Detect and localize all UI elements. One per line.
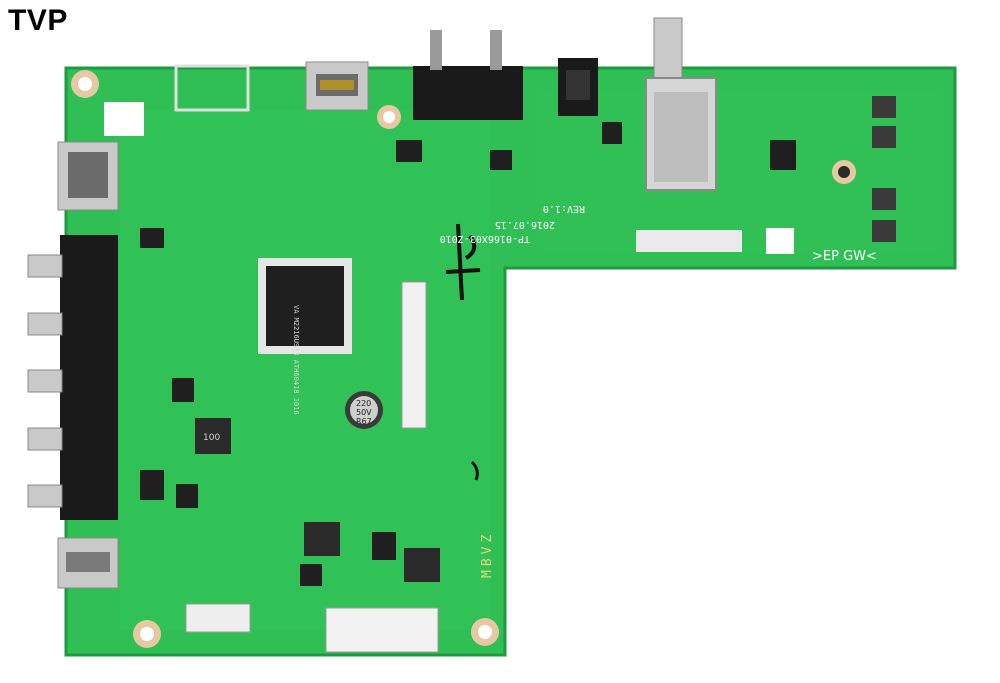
- inductor-bottom-1: [304, 522, 340, 556]
- inductor-right-3: [872, 188, 896, 210]
- silk-part-number: TP-0166X03-Z010: [440, 233, 530, 244]
- hdmi-top-connector: [305, 61, 369, 111]
- mounting-holes: [71, 70, 856, 648]
- brand-label: TVP: [8, 4, 68, 37]
- inductor-left: [195, 418, 231, 454]
- chip-marking: VA M2216USB3 ATH60418 1016: [292, 305, 300, 415]
- pcb-outline: [64, 66, 957, 657]
- capacitor-marking-2: 50V: [356, 408, 372, 417]
- inductor-right-4: [872, 220, 896, 242]
- silk-revision: REV:1.0: [543, 203, 585, 214]
- silk-logo: >EP GW<: [812, 249, 877, 264]
- serial-label: [636, 230, 742, 252]
- handwritten-mark: [445, 223, 481, 301]
- silk-side-code: MBVZ: [480, 531, 495, 578]
- fpc-connector: [401, 281, 427, 429]
- rca-jack-block: [27, 235, 118, 520]
- inductor-right-1: [872, 96, 896, 118]
- bottom-wire-connector: [325, 607, 439, 653]
- capacitor-marking-3: R67: [356, 417, 372, 426]
- main-chip: [258, 258, 352, 354]
- hdmi-left-connector: [57, 141, 119, 211]
- usb-connector: [57, 537, 119, 589]
- tuner-module: [645, 17, 717, 191]
- capacitor-marking-1: 220: [356, 399, 371, 408]
- inductor-bottom-2: [404, 548, 440, 582]
- bottom-small-connector: [185, 603, 251, 633]
- power-connector: [413, 30, 523, 120]
- inductor-right-2: [872, 126, 896, 148]
- silk-date: 2016.07.15: [495, 219, 555, 230]
- qr-code: [766, 228, 794, 254]
- lvds-socket-frame: [174, 64, 250, 112]
- inductor-marking: 100: [203, 433, 220, 443]
